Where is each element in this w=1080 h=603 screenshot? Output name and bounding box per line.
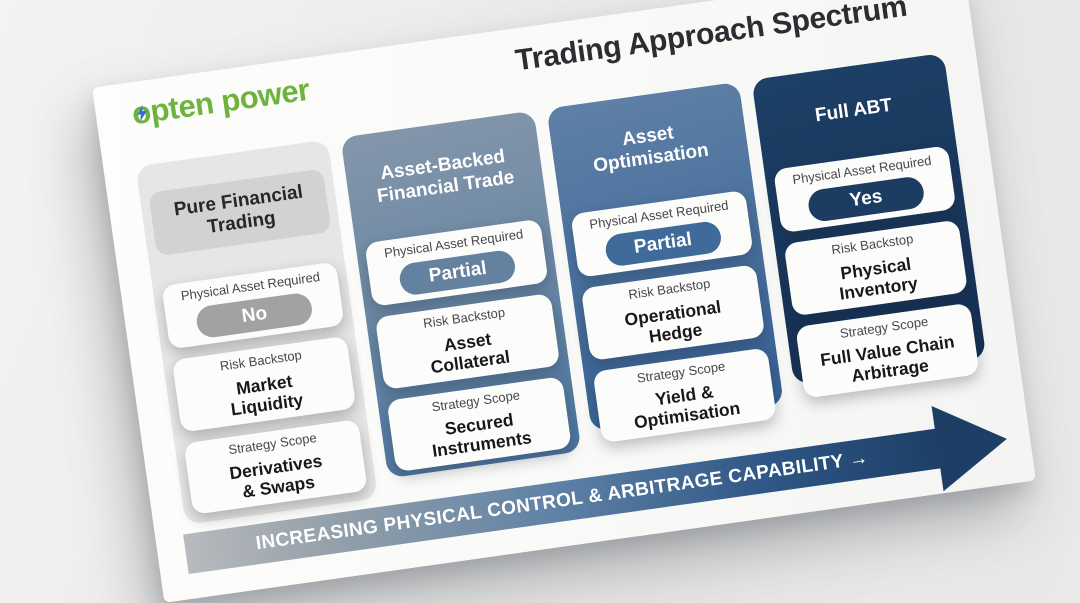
brand-logo: o pten power <box>130 72 312 133</box>
strategy-scope-card: Strategy Scope Full Value Chain Arbitrag… <box>794 302 980 399</box>
card-value: Yield & Optimisation <box>632 381 742 433</box>
logo-o-mark: o <box>130 94 153 132</box>
card-value: Asset Collateral <box>429 328 512 377</box>
risk-backstop-card: Risk Backstop Operational Hedge <box>580 264 765 361</box>
card-value: Operational Hedge <box>623 296 723 347</box>
strategy-scope-card: Strategy Scope Yield & Optimisation <box>591 347 777 444</box>
card-value: Physical Inventory <box>838 253 919 304</box>
risk-backstop-card: Risk Backstop Market Liquidity <box>171 336 357 433</box>
card-value: Secured Instruments <box>430 409 533 462</box>
risk-backstop-card: Risk Backstop Physical Inventory <box>783 219 969 317</box>
column-asset-optimisation: Asset Optimisation Physical Asset Requir… <box>545 81 784 444</box>
physical-asset-card: Physical Asset Required Partial <box>364 218 549 308</box>
arrow-head-icon <box>931 396 1013 492</box>
strategy-scope-card: Strategy Scope Secured Instruments <box>386 376 572 473</box>
column-full-abt: Full ABT Physical Asset Required Yes Ris… <box>751 52 987 399</box>
column-title: Asset Optimisation <box>592 122 710 177</box>
card-value: Market Liquidity <box>229 370 305 420</box>
physical-asset-card: Physical Asset Required No <box>161 261 345 350</box>
physical-asset-card: Physical Asset Required Partial <box>569 189 754 279</box>
lightning-bolt-icon <box>137 104 148 122</box>
brand-logo-text: pten power <box>147 71 312 129</box>
slide-sheet: o pten power Trading Approach Spectrum P… <box>92 0 1036 603</box>
physical-asset-card: Physical Asset Required Yes <box>772 145 957 234</box>
column-title: Pure Financial Trading <box>148 168 332 257</box>
column-asset-backed-financial-trade: Asset-Backed Financial Trade Physical As… <box>340 110 581 479</box>
column-title: Full ABT <box>813 94 894 127</box>
column-title: Asset-Backed Financial Trade <box>375 146 516 208</box>
risk-backstop-card: Risk Backstop Asset Collateral <box>375 293 560 390</box>
card-value: Full Value Chain Arbitrage <box>818 331 956 387</box>
column-pure-financial-trading: Pure Financial Trading Physical Asset Re… <box>135 139 379 525</box>
